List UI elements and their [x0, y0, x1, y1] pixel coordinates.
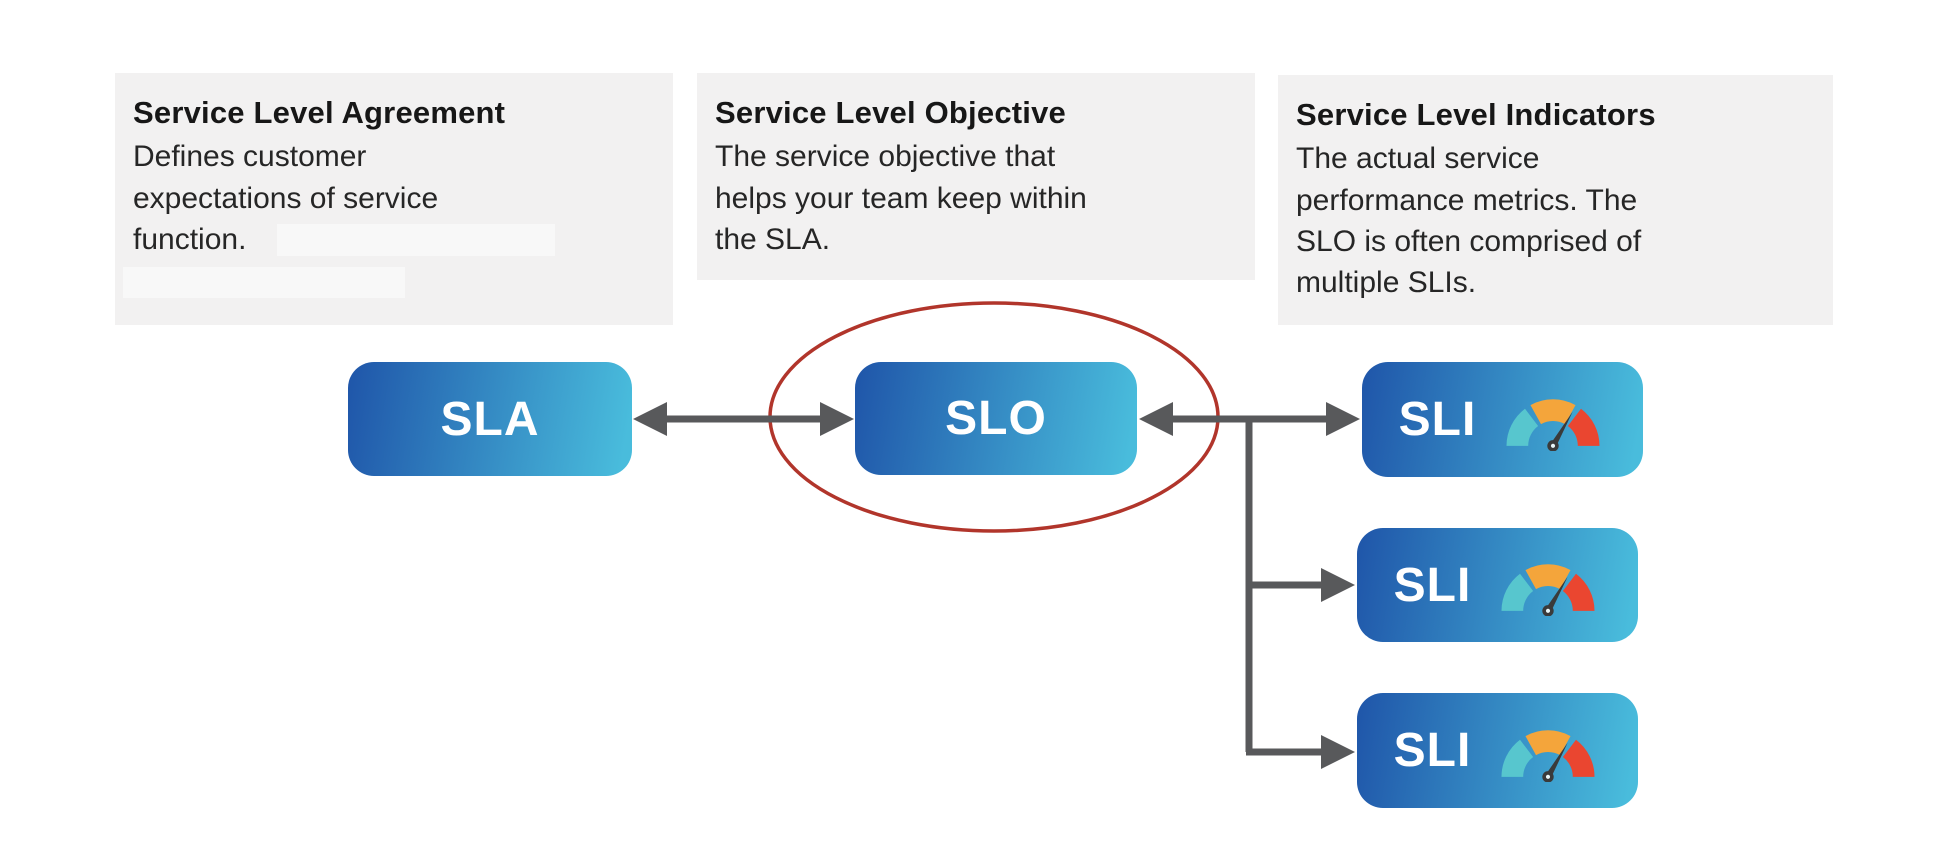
- node-slo-label: SLO: [945, 392, 1047, 445]
- card-title-sla: Service Level Agreement: [133, 95, 506, 130]
- redacted-text-area: [277, 224, 555, 256]
- arrowhead-into-sli-1: [1326, 402, 1360, 436]
- node-sli-label: SLI: [1398, 393, 1477, 446]
- arrowhead-into-slo-left: [820, 402, 854, 436]
- node-sla: SLA: [348, 362, 632, 476]
- node-sli-1: SLI: [1362, 362, 1643, 477]
- node-sli-3: SLI: [1357, 693, 1638, 808]
- node-sli-label: SLI: [1393, 724, 1472, 777]
- arrowhead-into-sla: [633, 402, 667, 436]
- redacted-text-area: [123, 267, 405, 298]
- info-card-sli: Service Level Indicators The actual serv…: [1278, 75, 1833, 325]
- gauge-icon: [1506, 398, 1600, 451]
- arrowhead-into-sli-2: [1321, 568, 1355, 602]
- info-card-sla: Service Level Agreement Defines customer…: [115, 73, 673, 325]
- node-sli-label: SLI: [1393, 558, 1472, 612]
- arrowhead-into-sli-3: [1321, 735, 1355, 769]
- card-title-slo: Service Level Objective: [715, 95, 1066, 130]
- card-body-sli: The actual service performance metrics. …: [1296, 142, 1642, 300]
- node-sla-label: SLA: [440, 392, 540, 446]
- gauge-icon: [1501, 729, 1595, 782]
- card-body-sla: Defines customer expectations of service…: [133, 140, 439, 257]
- arrowhead-into-slo-right: [1139, 402, 1173, 436]
- card-body-slo: The service objective that helps your te…: [715, 140, 1087, 257]
- node-sli-2: SLI: [1357, 528, 1638, 642]
- card-title-sli: Service Level Indicators: [1296, 97, 1656, 132]
- info-card-slo: Service Level Objective The service obje…: [697, 73, 1255, 280]
- node-slo: SLO: [855, 362, 1137, 475]
- gauge-icon: [1501, 564, 1595, 616]
